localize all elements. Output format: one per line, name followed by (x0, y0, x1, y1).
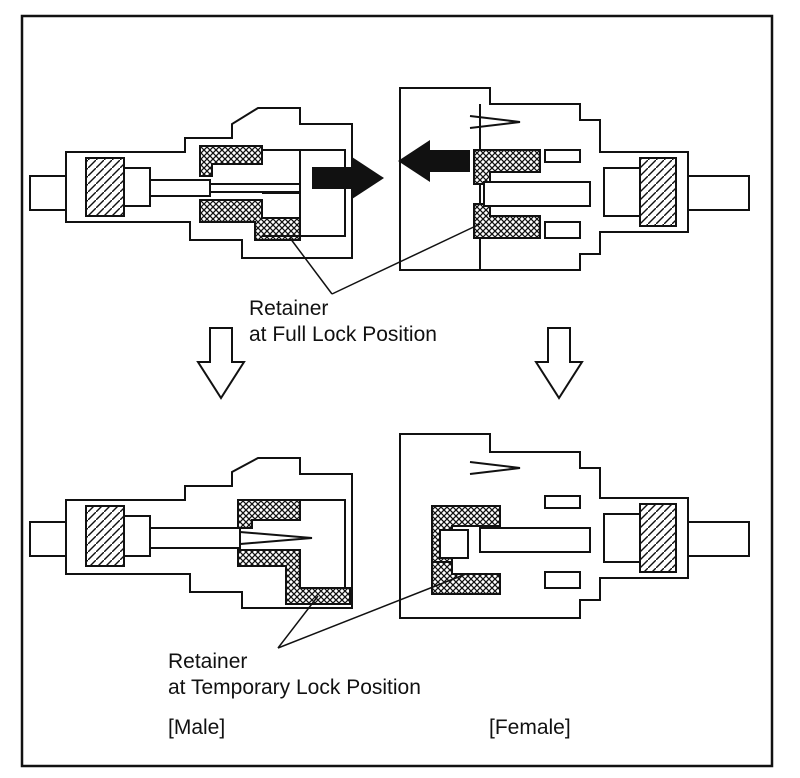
retainer-full-lock-label-line1: Retainer (249, 297, 329, 320)
male-connector-label: [Male] (168, 716, 226, 739)
retainer-temporary-lock-label-line1: Retainer (168, 650, 248, 673)
leader-line (277, 573, 467, 649)
male-connector-temporary-lock (29, 457, 353, 609)
mating-arrow-left (398, 140, 470, 182)
mating-arrow-right (312, 157, 384, 199)
retainer-temporary-lock-label-line2: at Temporary Lock Position (168, 676, 421, 699)
down-arrow-icon (196, 327, 246, 400)
leader-line (289, 237, 333, 295)
retainer-full-lock-label-line2: at Full Lock Position (249, 323, 437, 346)
male-connector-full-lock (29, 107, 353, 259)
down-arrow-icon (534, 327, 584, 400)
female-connector-label: [Female] (489, 716, 571, 739)
leader-line (277, 595, 319, 649)
female-connector-full-lock (399, 87, 750, 271)
leader-line (331, 223, 481, 295)
female-connector-temporary-lock (399, 433, 750, 619)
diagram-border (20, 14, 774, 768)
